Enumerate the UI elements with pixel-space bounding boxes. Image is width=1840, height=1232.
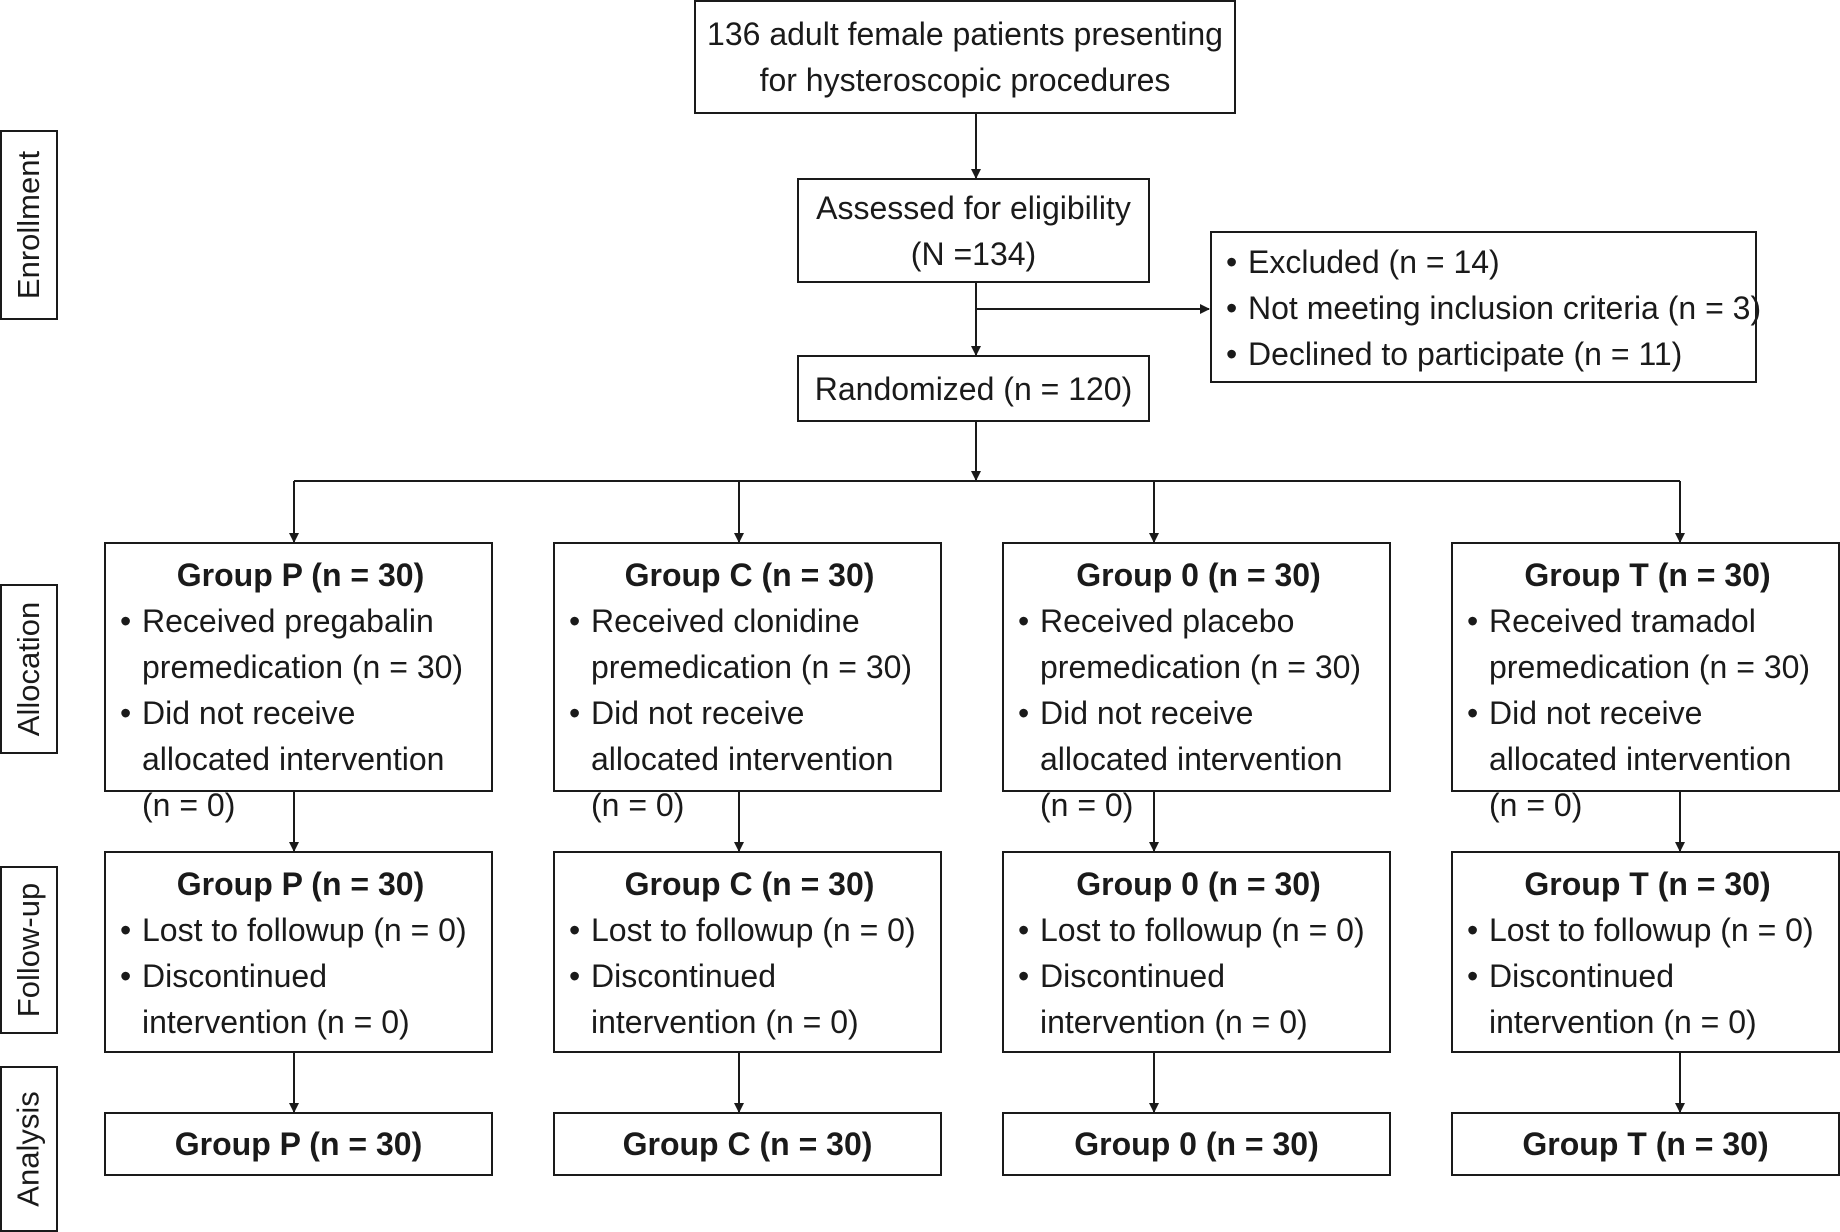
- allocation-group-0-box: Group 0 (n = 30) Received placebo premed…: [1002, 542, 1391, 823]
- excluded-list: Excluded (n = 14) Not meeting inclusion …: [1226, 239, 1761, 377]
- analysis-group-t-title: Group T (n = 30): [1522, 1126, 1769, 1162]
- allocation-group-c-not-received: Did not receive allocated intervention (…: [569, 690, 930, 828]
- followup-group-c-box: Group C (n = 30) Lost to followup (n = 0…: [553, 851, 942, 1053]
- followup-group-0-discontinued: Discontinued intervention (n = 0): [1018, 953, 1379, 1045]
- followup-group-t-discontinued: Discontinued intervention (n = 0): [1467, 953, 1828, 1045]
- eligibility-line1: Assessed for eligibility: [816, 189, 1131, 226]
- allocation-group-p-not-received: Did not receive allocated intervention (…: [120, 690, 481, 828]
- followup-group-t-lost: Lost to followup (n = 0): [1467, 907, 1828, 953]
- randomized-box: Randomized (n = 120): [797, 355, 1150, 422]
- allocation-group-t-not-received: Did not receive allocated intervention (…: [1467, 690, 1828, 828]
- followup-group-c-discontinued: Discontinued intervention (n = 0): [569, 953, 930, 1045]
- followup-group-c-lost: Lost to followup (n = 0): [569, 907, 930, 953]
- phase-label-analysis-text: Analysis: [11, 1091, 46, 1207]
- allocation-group-t-box: Group T (n = 30) Received tramadol preme…: [1451, 542, 1840, 823]
- allocation-group-0-received: Received placebo premedication (n = 30): [1018, 598, 1379, 690]
- analysis-group-0-box: Group 0 (n = 30): [1002, 1112, 1391, 1176]
- allocation-group-c-received: Received clonidine premedication (n = 30…: [569, 598, 930, 690]
- analysis-group-p-title: Group P (n = 30): [174, 1126, 423, 1162]
- phase-label-allocation: Allocation: [0, 584, 58, 754]
- followup-group-t-box: Group T (n = 30) Lost to followup (n = 0…: [1451, 851, 1840, 1053]
- analysis-group-t-box: Group T (n = 30): [1451, 1112, 1840, 1176]
- phase-label-followup-text: Follow-up: [11, 882, 47, 1018]
- allocation-group-c-title: Group C (n = 30): [624, 557, 875, 593]
- allocation-group-0-title: Group 0 (n = 30): [1076, 557, 1321, 593]
- eligibility-line2: (N =134): [910, 235, 1037, 272]
- analysis-group-p-box: Group P (n = 30): [104, 1112, 493, 1176]
- phase-label-enrollment-text: Enrollment: [11, 150, 46, 300]
- total-patients-line1: 136 adult female patients presenting: [707, 16, 1223, 52]
- phase-label-enrollment: Enrollment: [0, 130, 58, 320]
- followup-group-0-lost: Lost to followup (n = 0): [1018, 907, 1379, 953]
- analysis-group-0-title: Group 0 (n = 30): [1074, 1126, 1319, 1162]
- phase-label-followup: Follow-up: [0, 866, 58, 1034]
- allocation-group-t-received: Received tramadol premedication (n = 30): [1467, 598, 1828, 690]
- followup-group-c-title: Group C (n = 30): [624, 866, 875, 902]
- excluded-item-declined: Declined to participate (n = 11): [1226, 331, 1745, 377]
- phase-label-allocation-text: Allocation: [11, 601, 47, 737]
- randomized-label: Randomized (n = 120): [814, 370, 1133, 407]
- followup-group-t-title: Group T (n = 30): [1524, 866, 1771, 902]
- followup-group-0-box: Group 0 (n = 30) Lost to followup (n = 0…: [1002, 851, 1391, 1053]
- allocation-group-p-title: Group P (n = 30): [176, 557, 425, 593]
- excluded-item-total: Excluded (n = 14): [1226, 239, 1745, 285]
- analysis-group-c-box: Group C (n = 30): [553, 1112, 942, 1176]
- total-patients-box: 136 adult female patients presenting for…: [694, 0, 1236, 114]
- phase-label-analysis: Analysis: [0, 1066, 58, 1232]
- followup-group-p-lost: Lost to followup (n = 0): [120, 907, 481, 953]
- eligibility-box: Assessed for eligibility (N =134): [797, 178, 1150, 283]
- allocation-group-c-box: Group C (n = 30) Received clonidine prem…: [553, 542, 942, 823]
- followup-group-p-box: Group P (n = 30) Lost to followup (n = 0…: [104, 851, 493, 1053]
- allocation-group-p-box: Group P (n = 30) Received pregabalin pre…: [104, 542, 493, 823]
- total-patients-line2: for hysteroscopic procedures: [759, 62, 1171, 98]
- followup-group-p-discontinued: Discontinued intervention (n = 0): [120, 953, 481, 1045]
- allocation-group-p-received: Received pregabalin premedication (n = 3…: [120, 598, 481, 690]
- allocation-group-t-title: Group T (n = 30): [1524, 557, 1771, 593]
- excluded-box: Excluded (n = 14) Not meeting inclusion …: [1210, 231, 1761, 383]
- excluded-item-inclusion-criteria: Not meeting inclusion criteria (n = 3): [1226, 285, 1761, 331]
- allocation-group-0-not-received: Did not receive allocated intervention (…: [1018, 690, 1379, 828]
- followup-group-0-title: Group 0 (n = 30): [1076, 866, 1321, 902]
- analysis-group-c-title: Group C (n = 30): [622, 1126, 873, 1162]
- followup-group-p-title: Group P (n = 30): [176, 866, 425, 902]
